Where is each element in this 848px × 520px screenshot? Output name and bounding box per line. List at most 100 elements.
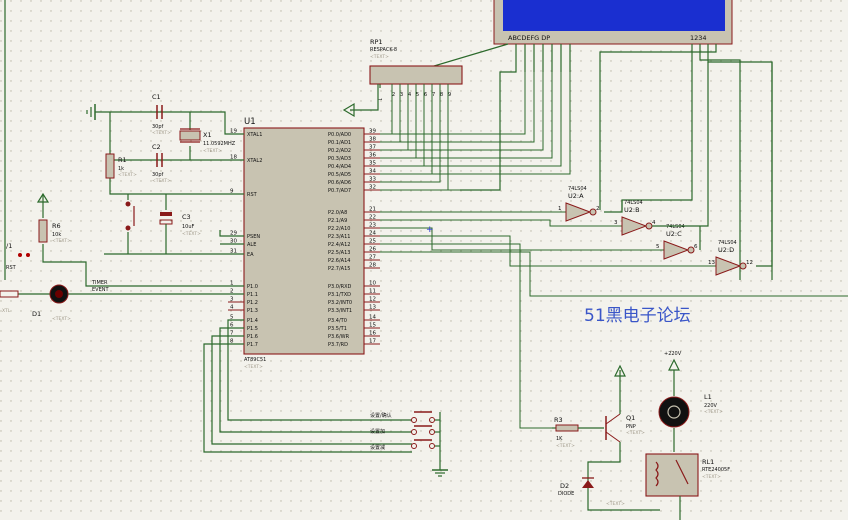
svg-text:<TEXT>: <TEXT>: [244, 364, 263, 370]
u1-pin-number: 32: [369, 185, 376, 191]
c1-value: 30pf: [152, 124, 164, 130]
u1-pin-number: 9: [230, 189, 234, 195]
svg-text:<TEXT>: <TEXT>: [556, 443, 575, 449]
supply-label: +220V: [664, 351, 682, 357]
inverter-icon: [715, 256, 742, 276]
r6-ref: R6: [52, 222, 61, 230]
u1-pin-name: P1.0: [247, 284, 258, 290]
u1-pin-name: P1.7: [247, 342, 258, 348]
u1-pin-name: P1.1: [247, 292, 258, 298]
gate-type: 74LS04: [718, 240, 737, 246]
c2-value: 30pf: [152, 172, 164, 178]
u1-pin-name: P3.3/INT1: [328, 308, 352, 314]
u1-pin-name: P0.1/AD1: [328, 140, 351, 146]
vcc-arrow-icon: [614, 364, 626, 377]
q1-ref: Q1: [626, 414, 635, 422]
u1-pin-name: P3.0/RXD: [328, 284, 352, 290]
push-buttons: 设置/确认 设置加 设置减: [370, 411, 448, 477]
u1-pin-name: P0.7/AD7: [328, 188, 351, 194]
c3-ref: C3: [182, 213, 191, 221]
q1-value: PNP: [626, 424, 636, 430]
rp1-value: RESPACK-8: [370, 47, 397, 53]
rl1-value: RTE24005F: [702, 467, 730, 473]
u1-pin-name: P0.5/AD5: [328, 172, 351, 178]
u1-pin-number: 30: [230, 239, 237, 245]
u1-pin-number: 13: [369, 305, 376, 311]
u1-pin-number: 6: [230, 323, 234, 329]
u1-pin-name: RST: [247, 192, 258, 198]
net-label-event: EVENT: [92, 287, 109, 293]
left-indicator-circuit: R6 10k <TEXT> /1 RST TIMER EVENT D1 <TEX…: [0, 192, 244, 322]
u1-pin-number: 5: [230, 315, 234, 321]
u1-pin-number: 27: [369, 255, 376, 261]
u1-pin-number: 16: [369, 331, 376, 337]
diode-d2-icon: [582, 480, 594, 488]
u1-pin-name: XTAL2: [247, 158, 262, 164]
d1-ref: D1: [32, 310, 41, 318]
gate-ref: U2:A: [568, 192, 584, 200]
u1-pin-name: P1.5: [247, 326, 258, 332]
u1-pin-name: P0.6/AD6: [328, 180, 351, 186]
svg-text:<TEXT>: <TEXT>: [370, 54, 389, 60]
gate-input-pin: 13: [708, 260, 715, 266]
u1-pin-name: P3.4/T0: [328, 318, 347, 324]
u1-pin-name: P3.6/WR: [328, 334, 350, 340]
u1-pin-name: P1.4: [247, 318, 258, 324]
u1-pin-number: 23: [369, 223, 376, 229]
svg-text:6: 6: [424, 92, 427, 98]
lamp-l1-icon: [658, 396, 690, 428]
svg-text:3: 3: [400, 92, 403, 98]
rst-label: RST: [6, 265, 17, 271]
oscillator-circuit: C1 30pf <TEXT> C2 30pf <TEXT> X1 11.0592…: [86, 93, 244, 195]
svg-text:1: 1: [376, 98, 382, 101]
watermark-text: 51黑电子论坛: [584, 306, 691, 326]
u1-pin-number: 14: [369, 315, 376, 321]
vcc-arrow-icon: [342, 102, 355, 118]
l1-ref: L1: [704, 393, 712, 401]
u1-pin-name: P3.2/INT0: [328, 300, 352, 306]
u1-pin-name: P2.5/A13: [328, 250, 350, 256]
u1-pin-number: 35: [369, 161, 376, 167]
svg-text:设置/确认: 设置/确认: [370, 412, 392, 419]
svg-text:<TEXT>: <TEXT>: [52, 316, 71, 322]
u1-pin-number: 26: [369, 247, 376, 253]
u1-pin-number: 38: [369, 137, 376, 143]
svg-text:<TEXT>: <TEXT>: [152, 130, 171, 136]
gate-input-pin: 1: [558, 206, 562, 212]
u1-pin-name: P1.2: [247, 300, 258, 306]
u1-pin-number: 39: [369, 129, 376, 135]
x1-ref: X1: [203, 131, 212, 139]
inverter-icon: [663, 240, 690, 260]
r1-value: 1k: [118, 166, 124, 172]
c3-value: 10uF: [182, 224, 195, 230]
gate-ref: U2:C: [666, 230, 682, 238]
svg-text:<TEXT>: <TEXT>: [606, 501, 625, 507]
svg-text:设置减: 设置减: [370, 444, 385, 451]
button-set-plus[interactable]: 设置加: [370, 425, 440, 435]
svg-text:2: 2: [392, 92, 395, 98]
p2-wires: [380, 211, 848, 429]
u1-pin-number: 19: [230, 129, 237, 135]
gate-type: 74LS04: [666, 224, 685, 230]
button-set-minus[interactable]: 设置减: [370, 439, 440, 451]
svg-text:8: 8: [440, 92, 443, 98]
svg-text:7: 7: [432, 92, 435, 98]
u1-pin-name: P2.0/A8: [328, 210, 347, 216]
u1-pin-number: 25: [369, 239, 376, 245]
xt-label: XTL: [2, 308, 11, 314]
button-set-confirm[interactable]: 设置/确认: [370, 411, 440, 423]
r6-value: 10k: [52, 232, 61, 238]
gate-ref: U2:D: [718, 246, 734, 254]
gate-output-pin: 2: [596, 206, 600, 212]
u1-pin-number: 8: [230, 339, 234, 345]
u1-pin-number: 29: [230, 231, 237, 237]
u1-pin-name: P2.4/A12: [328, 242, 350, 248]
u1-ref: U1: [244, 117, 256, 127]
l1-value: 220V: [704, 403, 718, 409]
svg-text:4: 4: [408, 92, 411, 98]
u1-pin-name: P3.1/TXD: [328, 292, 351, 298]
u1-pin-number: 31: [230, 249, 237, 255]
